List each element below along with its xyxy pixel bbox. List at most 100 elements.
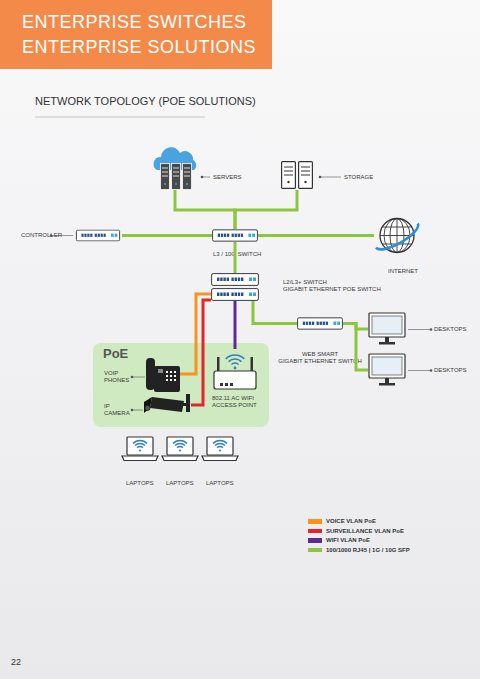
web-smart-switch-node: WEB SMARTGIGABIT ETHERNET SWITCH: [297, 317, 343, 330]
laptop-computer: [162, 437, 198, 461]
node-label: DESKTOPS: [434, 367, 467, 374]
node-label: L3 / 10G SWITCH: [213, 251, 261, 258]
network-link: [343, 324, 368, 371]
legend-swatch: [308, 529, 322, 534]
leader-dot: [131, 376, 134, 379]
controller-node: CONTROLLER: [74, 230, 122, 242]
globe: [380, 219, 414, 253]
network-link: [180, 294, 211, 374]
storage-unit: [282, 162, 296, 189]
desktop-node: DESKTOPS: [368, 353, 406, 387]
poe-switch-device: [212, 289, 259, 301]
server-tower: [160, 163, 169, 189]
server-cloud-node: SERVERS: [153, 150, 197, 190]
leader-line: [320, 177, 341, 178]
phone-key: [174, 371, 176, 373]
phone-body: [154, 366, 180, 392]
legend-text: WIFI VLAN PoE: [326, 536, 370, 544]
laptop-computer: [122, 437, 158, 461]
server-tower: [182, 163, 191, 189]
phone-key: [170, 371, 172, 373]
phone-key: [170, 379, 172, 381]
leader-dot: [50, 234, 53, 237]
phone-key: [174, 375, 176, 377]
node-label: PoE: [103, 346, 128, 361]
camera-hood: [144, 397, 152, 413]
ap-port: [225, 383, 228, 386]
wifi-arc: [226, 355, 244, 359]
l3-switch-device: [213, 230, 258, 241]
node-label: CONTROLLER: [21, 232, 62, 239]
node-label: LAPTOPS: [206, 480, 234, 487]
controller-device: [76, 230, 119, 241]
leader-dot: [430, 369, 433, 372]
network-link: [175, 190, 235, 229]
camera-arm: [182, 403, 187, 406]
laptop-node: LAPTOPS: [201, 436, 239, 462]
node-label: VOIP PHONES: [104, 370, 131, 384]
desktop-node: DESKTOPS: [368, 312, 406, 346]
phone-handset: [146, 358, 155, 390]
voip-phone-node: VOIP PHONES: [146, 356, 180, 392]
node-label: IP CAMERA: [104, 403, 131, 417]
globe-orbit: [376, 224, 422, 255]
ap-port: [220, 383, 223, 386]
node-label: INTERNET: [388, 268, 418, 275]
desktop-computer: [369, 313, 405, 345]
antenna: [217, 357, 220, 371]
leader-line: [408, 329, 431, 330]
access-point-node: 802.11 AC WIFI ACCESS POINT: [212, 349, 258, 391]
node-label: LAPTOPS: [126, 480, 154, 487]
wifi-arc: [229, 359, 242, 362]
laptop-node: LAPTOPS: [161, 436, 199, 462]
section-heading: NETWORK TOPOLOGY (POE SOLUTIONS): [35, 95, 256, 108]
ap-port: [230, 383, 233, 386]
storage-node: STORAGE: [280, 160, 314, 190]
network-link: [234, 242, 237, 273]
core-switch-node: L3 / 10G SWITCH: [212, 229, 258, 242]
globe-meridian: [397, 219, 398, 253]
phone-key: [174, 379, 176, 381]
wifi-dot: [234, 367, 237, 370]
legend-row: SURVEILLANCE VLAN PoE: [308, 527, 468, 536]
leader-line: [132, 410, 143, 411]
network-link: [235, 190, 297, 229]
server-tower: [171, 163, 180, 189]
storage-unit: [299, 162, 313, 189]
node-label: STORAGE: [344, 174, 373, 181]
ip-camera-node: IP CAMERA: [143, 393, 191, 417]
leader-dot: [131, 409, 134, 412]
legend-text: VOICE VLAN PoE: [326, 517, 376, 525]
camera-body: [150, 397, 184, 412]
page-title: ENTERPRISE SWITCHES ENTERPRISE SOLUTIONS: [22, 10, 272, 60]
page-number: 22: [11, 657, 21, 668]
phone-display: [158, 369, 163, 373]
network-link: [253, 301, 297, 324]
network-link: [122, 234, 212, 237]
globe-meridian: [390, 219, 404, 253]
camera-mount: [186, 394, 190, 412]
network-link: [258, 234, 374, 237]
leader-line: [132, 377, 145, 378]
wifi-arc: [231, 363, 238, 364]
globe-parallel: [382, 227, 411, 228]
legend-row: VOICE VLAN PoE: [308, 517, 468, 526]
web-smart-switch-device: [298, 318, 343, 329]
access-point-body: [214, 371, 256, 389]
leader-dot: [319, 176, 322, 179]
laptop-node: LAPTOPS: [121, 436, 159, 462]
node-label: LAPTOPS: [166, 480, 194, 487]
legend-swatch: [308, 519, 322, 524]
heading-underline: [35, 117, 205, 118]
legend-swatch: [308, 538, 322, 543]
legend-swatch: [308, 548, 322, 553]
network-link: [234, 301, 237, 349]
cloud-shape: [154, 147, 197, 170]
camera-lens: [145, 405, 150, 410]
globe-meridian: [384, 219, 410, 253]
leader-line: [51, 235, 73, 236]
leader-dot: [430, 328, 433, 331]
